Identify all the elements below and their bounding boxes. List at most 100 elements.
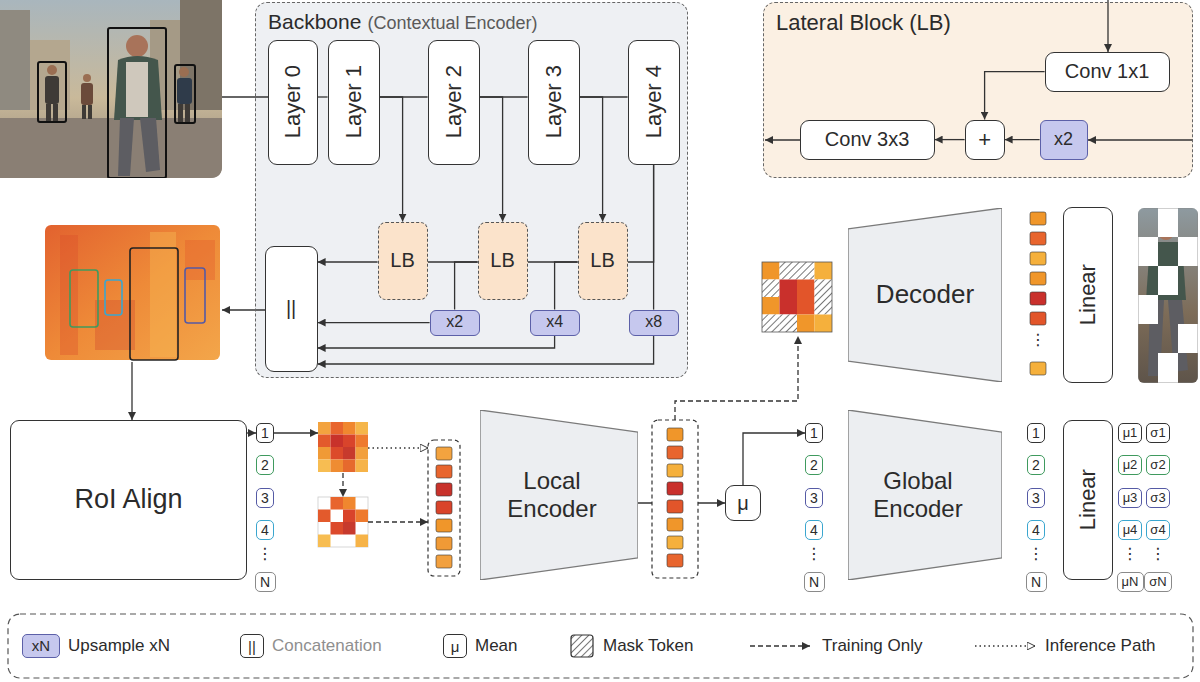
node-label: 1 xyxy=(261,425,269,441)
layer-box: Layer 3 xyxy=(528,40,580,165)
node-label: Conv 3x3 xyxy=(825,128,910,151)
reconstructed-image xyxy=(1138,208,1198,383)
node-label: x4 xyxy=(546,313,563,331)
node-label: Layer 0 xyxy=(280,65,305,138)
node-label: 4 xyxy=(1032,522,1040,538)
index-box: 1 xyxy=(805,423,823,443)
sigma-box: σ2 xyxy=(1146,455,1170,475)
node-label: N xyxy=(1031,574,1041,590)
node-label: N xyxy=(809,574,819,590)
connector xyxy=(653,165,654,310)
index-box: N xyxy=(255,572,276,592)
connector xyxy=(743,433,805,485)
masked-token-grid xyxy=(762,262,832,332)
mean-box: μ xyxy=(725,485,761,521)
ellipsis: ⋮ xyxy=(1146,541,1170,567)
token-column xyxy=(428,440,460,576)
sigma-box: σ3 xyxy=(1146,488,1170,508)
node-label: σ4 xyxy=(1150,523,1165,538)
upsample-box: x4 xyxy=(530,310,580,336)
node-label: Local Encoder xyxy=(492,467,612,522)
node-label: Linear xyxy=(1075,264,1100,325)
layer-box: Layer 1 xyxy=(328,40,380,165)
feature-map xyxy=(45,225,220,360)
index-box: 3 xyxy=(256,488,274,508)
mean-box: μ1 xyxy=(1118,423,1142,443)
node-label: LB xyxy=(490,249,514,272)
panel-title: (Contextual Encoder) xyxy=(367,13,537,33)
index-box: 4 xyxy=(805,520,823,540)
concat-box: || xyxy=(265,246,318,372)
node-label: μ xyxy=(737,492,749,515)
connector xyxy=(318,96,328,97)
lateral-block: LB xyxy=(378,222,428,300)
connector xyxy=(455,262,478,310)
node-label: 1 xyxy=(1032,425,1040,441)
node-label: 2 xyxy=(810,457,818,473)
lateral-block-panel: Lateral Block (LB) Conv 1x1 + x2 Conv 3x3 xyxy=(763,2,1193,178)
node-label: σN xyxy=(1149,575,1166,590)
node-label: σ1 xyxy=(1150,426,1165,441)
index-box: N xyxy=(1026,572,1047,592)
layer-box: Layer 0 xyxy=(268,40,318,165)
node-label: σ3 xyxy=(1150,491,1165,506)
ellipsis: ⋮ xyxy=(805,541,823,567)
connector xyxy=(580,97,603,222)
legend-sample: || xyxy=(240,634,264,658)
connector xyxy=(985,72,1045,120)
roi-feature-grid xyxy=(318,422,368,472)
node-label: Layer 2 xyxy=(441,65,466,138)
connector xyxy=(247,432,256,433)
legend-text: Mean xyxy=(475,635,518,657)
index-box: 2 xyxy=(1027,455,1045,475)
node-label: + xyxy=(978,127,991,152)
index-box: N xyxy=(804,572,825,592)
node-label: 2 xyxy=(1032,457,1040,473)
legend-swatch: xN xyxy=(22,634,60,658)
node-label: LB xyxy=(590,249,614,272)
token-column xyxy=(652,420,698,578)
index-box: 1 xyxy=(256,423,274,443)
legend-text: Inference Path xyxy=(1045,635,1156,657)
linear-box: Linear xyxy=(1063,207,1113,383)
connector xyxy=(318,322,430,323)
node-label: 3 xyxy=(1032,490,1040,506)
panel-heading: Lateral Block (LB) xyxy=(776,10,951,35)
conv-box: Conv 3x3 xyxy=(800,120,935,160)
global-encoder: Global Encoder xyxy=(848,410,1002,580)
mean-box: μ2 xyxy=(1118,455,1142,475)
sigma-box: σ4 xyxy=(1146,520,1170,540)
node-label: || xyxy=(286,297,296,320)
add-box: + xyxy=(965,120,1005,160)
connector xyxy=(318,336,654,364)
ellipsis: ⋮ xyxy=(256,541,274,567)
node-label: Conv 1x1 xyxy=(1065,60,1150,83)
node-label: Global Encoder xyxy=(858,467,978,522)
node-label: 4 xyxy=(261,522,269,538)
node-label: x2 xyxy=(446,313,463,331)
legend-sample-label: xN xyxy=(32,637,50,654)
node-label: RoI Align xyxy=(74,484,182,515)
layer-box: Layer 4 xyxy=(628,40,680,165)
roi-align-box: RoI Align xyxy=(10,420,247,580)
legend-sample: μ xyxy=(443,634,467,658)
node-label: μ3 xyxy=(1123,491,1138,506)
connector xyxy=(380,97,403,222)
node-label: μ1 xyxy=(1123,426,1138,441)
node-label: σ2 xyxy=(1150,458,1165,473)
connector xyxy=(1005,139,1040,140)
connector xyxy=(318,261,378,262)
upsample-box: x2 xyxy=(1040,120,1088,160)
index-box: 1 xyxy=(1027,423,1045,443)
index-box: 3 xyxy=(1027,488,1045,508)
node-label: 4 xyxy=(810,522,818,538)
sigma-box: σ1 xyxy=(1146,423,1170,443)
ellipsis: ⋮ xyxy=(1027,541,1045,567)
panel-title: Lateral Block (LB) xyxy=(776,10,951,35)
lateral-block: LB xyxy=(478,222,528,300)
node-label: Layer 4 xyxy=(641,65,666,138)
upsample-box: x2 xyxy=(430,310,480,336)
masked-grid xyxy=(318,497,368,547)
legend-text: Concatenation xyxy=(272,635,382,657)
